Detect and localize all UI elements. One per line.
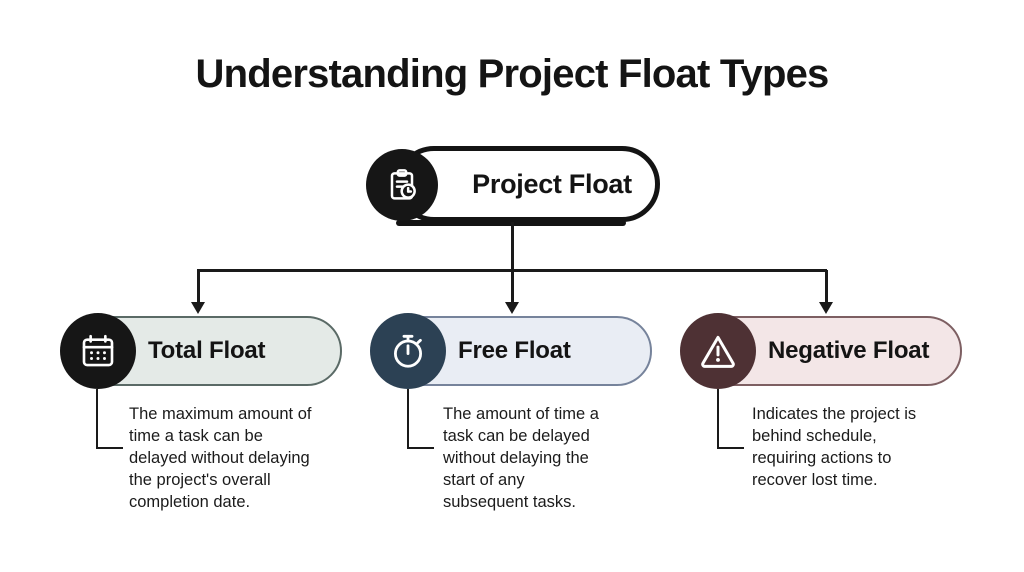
stopwatch-icon (370, 313, 446, 389)
node-total-float: Total Float (58, 313, 342, 391)
free-float-description: The amount of time a task can be delayed… (443, 405, 599, 511)
arrowhead-center-icon (505, 302, 519, 314)
page-title: Understanding Project Float Types (195, 52, 830, 96)
desc-connector-free-vertical (407, 389, 409, 449)
free-float-label: Free Float (458, 337, 571, 364)
desc-connector-total-vertical (96, 389, 98, 449)
negative-float-label: Negative Float (768, 337, 930, 364)
connector-root-stem (511, 222, 514, 270)
desc-connector-negative-horizontal (717, 447, 744, 449)
total-float-label: Total Float (148, 337, 266, 364)
connector-drop-left (197, 270, 200, 303)
connector-drop-center (511, 270, 514, 303)
node-free-float: Free Float (368, 313, 652, 391)
desc-connector-total-horizontal (96, 447, 123, 449)
root-node-label: Project Float (472, 168, 632, 199)
clipboard-clock-icon (366, 149, 438, 221)
calendar-icon (60, 313, 136, 389)
total-float-description: The maximum amount of time a task can be… (129, 405, 312, 511)
arrowhead-right-icon (819, 302, 833, 314)
node-project-float: Project Float (366, 146, 660, 228)
node-negative-float: Negative Float (678, 313, 962, 391)
desc-connector-negative-vertical (717, 389, 719, 449)
connector-drop-right (825, 270, 828, 303)
arrowhead-left-icon (191, 302, 205, 314)
warning-triangle-icon (680, 313, 756, 389)
desc-connector-free-horizontal (407, 447, 434, 449)
negative-float-description: Indicates the project is behind schedule… (752, 405, 917, 489)
